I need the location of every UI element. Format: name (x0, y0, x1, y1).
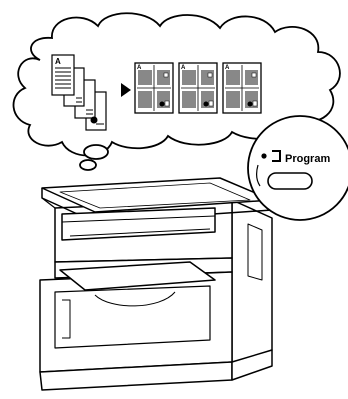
program-indicator-icon (261, 153, 267, 159)
program-button-label: Program (285, 153, 330, 165)
output-page-3-letter: A (225, 65, 230, 71)
program-callout: Program (247, 115, 348, 221)
copier-machine (39, 177, 273, 391)
output-slot (61, 207, 216, 241)
play-arrow-icon (121, 83, 131, 97)
cloud-bubble-small (79, 159, 97, 171)
output-page-2: A (178, 62, 218, 114)
output-page-2-letter: A (181, 65, 186, 71)
output-page-1: A (134, 62, 174, 114)
original-page-1 (51, 54, 75, 96)
combined-output-pages: A A A (134, 62, 262, 114)
original-page-graphic (90, 116, 98, 124)
stacked-page-letter: A (55, 57, 61, 66)
program-callout-circle (247, 115, 348, 221)
original-page-lines (55, 67, 104, 125)
cloud-bubble-large (83, 144, 109, 160)
copier-right-side (231, 199, 273, 366)
bypass-tray (59, 261, 216, 291)
output-page-1-letter: A (137, 65, 142, 71)
program-button[interactable] (267, 172, 313, 190)
output-page-3: A (222, 62, 262, 114)
paper-cassette (39, 271, 233, 373)
